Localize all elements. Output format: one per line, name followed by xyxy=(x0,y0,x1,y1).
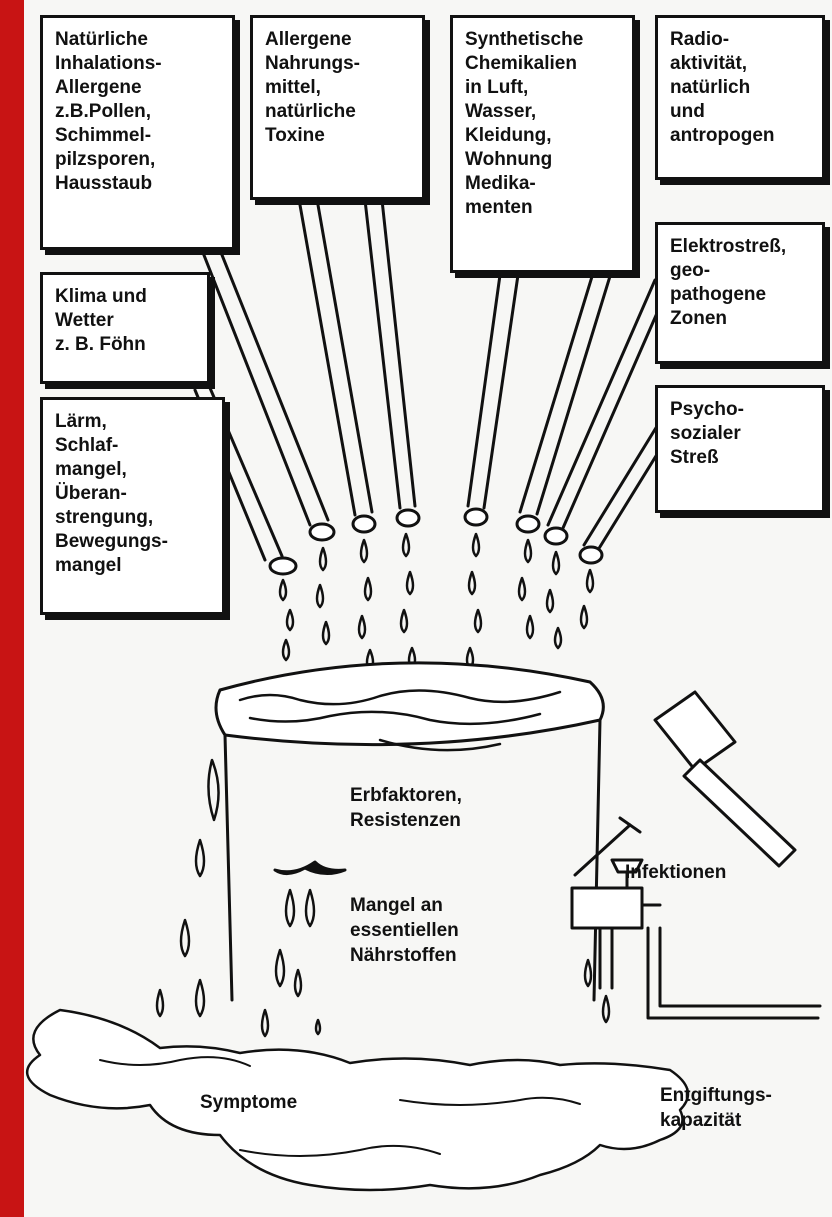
label-symptoms: Symptome xyxy=(200,1090,297,1115)
puddle xyxy=(27,1010,688,1190)
pipe-3 xyxy=(300,205,375,532)
label-detox: Entgiftungs- kapazität xyxy=(660,1083,772,1133)
box-electrostress: Elektrostreß, geo- pathogene Zonen xyxy=(655,222,825,364)
box-radioactivity: Radio- aktivität, natürlich und antropog… xyxy=(655,15,825,180)
dripping-drops xyxy=(280,534,593,670)
pipe-5 xyxy=(465,275,518,525)
pipe-7 xyxy=(545,280,668,544)
pipe-4 xyxy=(365,200,419,526)
hammer-icon xyxy=(655,692,795,866)
box-psychosocial: Psycho- sozialer Streß xyxy=(655,385,825,513)
box-synthetic-chemicals: Synthetische Chemikalien in Luft, Wasser… xyxy=(450,15,635,273)
label-hereditary: Erbfaktoren, Resistenzen xyxy=(350,783,462,833)
label-infections: Infektionen xyxy=(625,860,726,885)
barrel xyxy=(216,663,820,1018)
box-inhalation-allergens: Natürliche Inhalations- Allergene z.B.Po… xyxy=(40,15,235,250)
label-nutrients: Mangel an essentiellen Nährstoffen xyxy=(350,893,459,968)
box-noise-stress: Lärm, Schlaf- mangel, Überan- strengung,… xyxy=(40,397,225,615)
box-food-allergens: Allergene Nahrungs- mittel, natürliche T… xyxy=(250,15,425,200)
box-climate: Klima und Wetter z. B. Föhn xyxy=(40,272,210,384)
